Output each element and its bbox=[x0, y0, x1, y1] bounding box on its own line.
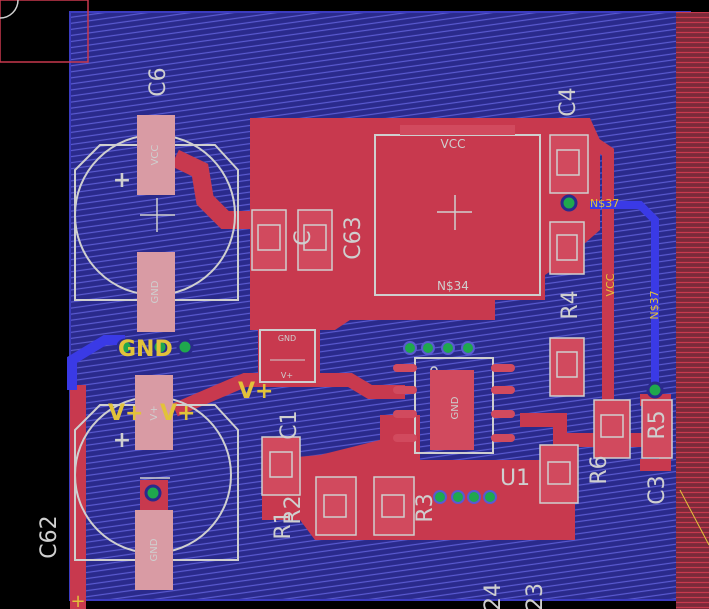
r4-pad-bottom[interactable] bbox=[549, 337, 585, 397]
bottom-label-24: 24 bbox=[481, 583, 506, 609]
u1-designator: U1 bbox=[500, 466, 530, 491]
bottom-label-23: 23 bbox=[523, 583, 548, 609]
u1-pins-right[interactable] bbox=[491, 364, 515, 442]
c4-pad-top[interactable] bbox=[549, 134, 589, 194]
c1-pad-bottom-label: V+ bbox=[281, 371, 293, 380]
v-plus-label-2: V+ bbox=[160, 401, 195, 426]
c-small-designator: C bbox=[291, 230, 316, 245]
diagonal-silk-line bbox=[679, 489, 709, 546]
edge-connector-strip[interactable] bbox=[676, 12, 709, 609]
corner-pad bbox=[0, 0, 89, 63]
c6-silk-box bbox=[74, 144, 239, 301]
u1-body[interactable] bbox=[414, 357, 494, 454]
vcc-net-label-v: VCC bbox=[604, 273, 617, 296]
c62-pad-bottom[interactable] bbox=[135, 510, 173, 590]
trace-c6-to-pour[interactable] bbox=[171, 149, 300, 229]
bottom-layer-trace-left[interactable] bbox=[67, 335, 125, 390]
c4-pad-top-inner bbox=[556, 149, 580, 176]
r6-pad-left-inner bbox=[547, 461, 571, 485]
r5-pad[interactable] bbox=[641, 399, 673, 459]
n37-net-label-v: N$37 bbox=[648, 290, 661, 319]
r5-designator: R5 bbox=[645, 410, 670, 439]
v-plus-trace-middle[interactable] bbox=[172, 373, 405, 417]
r4-pad-top[interactable] bbox=[549, 221, 585, 275]
c-small-pad-left[interactable] bbox=[251, 209, 287, 271]
r4-designator: R4 bbox=[558, 290, 583, 319]
c62-pad-bottom-label: GND bbox=[149, 538, 160, 561]
r1-designator: R1 bbox=[271, 510, 296, 539]
c1-pad-top-label: GND bbox=[278, 334, 296, 343]
u1-via-row-bottom[interactable] bbox=[433, 490, 497, 504]
c3-designator: C3 bbox=[645, 475, 670, 504]
u1-center-label: GND bbox=[450, 396, 461, 419]
bottom-plus-marker: + bbox=[70, 591, 85, 609]
inductor-vcc-label: VCC bbox=[441, 137, 466, 151]
n37-bottom-trace[interactable] bbox=[590, 201, 659, 390]
n37-net-label-h: N$37 bbox=[590, 197, 619, 210]
c1-designator: C1 bbox=[277, 410, 302, 439]
r6-pad-left[interactable] bbox=[539, 444, 579, 504]
c1-silk-box bbox=[259, 329, 316, 383]
v-plus-label-3: V+ bbox=[238, 379, 273, 404]
r2-pad-inner bbox=[323, 494, 347, 518]
n37-via[interactable] bbox=[560, 194, 578, 212]
c-small-pad-right-inner bbox=[303, 224, 327, 251]
r3-designator: R3 bbox=[413, 493, 438, 522]
c62-pad-top[interactable] bbox=[135, 375, 173, 450]
c62-via[interactable] bbox=[144, 484, 162, 502]
u1-pins-left[interactable] bbox=[393, 364, 417, 442]
r4-pad-top-inner bbox=[556, 234, 578, 261]
c6-designator: C6 bbox=[146, 67, 171, 96]
c62-pad-top-label: V+ bbox=[149, 405, 160, 420]
c63-designator: C63 bbox=[341, 216, 366, 259]
c1-pad-lower[interactable] bbox=[261, 436, 301, 496]
r2-designator: R2 bbox=[281, 495, 306, 524]
r6-pad-right-inner bbox=[600, 414, 624, 438]
r6-pad-right[interactable] bbox=[593, 399, 631, 459]
r6-designator: R6 bbox=[587, 455, 612, 484]
v-plus-label-1: V+ bbox=[108, 401, 143, 426]
switch-node-pour[interactable] bbox=[400, 262, 545, 298]
r3-pad[interactable] bbox=[373, 476, 415, 536]
c6-pad-bottom[interactable] bbox=[137, 252, 175, 332]
r2-pad[interactable] bbox=[315, 476, 357, 536]
n37-via-bottom[interactable] bbox=[646, 381, 664, 399]
c1-pad-area[interactable] bbox=[258, 320, 320, 385]
c6-plus-sign: + bbox=[113, 168, 131, 193]
c4-designator: C4 bbox=[556, 87, 581, 116]
c1-pad-lower-inner bbox=[269, 451, 293, 478]
c6-pad-top[interactable] bbox=[137, 115, 175, 195]
c62-plus-sign: + bbox=[113, 428, 131, 453]
c6-pad-top-label: VCC bbox=[150, 145, 161, 166]
gnd-net-label: GND bbox=[118, 337, 173, 362]
c62-designator: C62 bbox=[37, 515, 62, 558]
c62-silk-box bbox=[74, 404, 239, 561]
gnd-via-row[interactable] bbox=[116, 338, 194, 356]
inductor-pad-top[interactable] bbox=[400, 125, 515, 135]
u1-via-row-top[interactable] bbox=[403, 341, 475, 355]
r3-pad-inner bbox=[381, 494, 405, 518]
c6-pad-bottom-label: GND bbox=[150, 280, 161, 303]
c-small-pad-left-inner bbox=[257, 224, 281, 251]
r4-pad-bottom-inner bbox=[556, 351, 578, 378]
inductor-n34-label: N$34 bbox=[437, 279, 469, 293]
u1-thermal-pad[interactable] bbox=[430, 370, 474, 450]
